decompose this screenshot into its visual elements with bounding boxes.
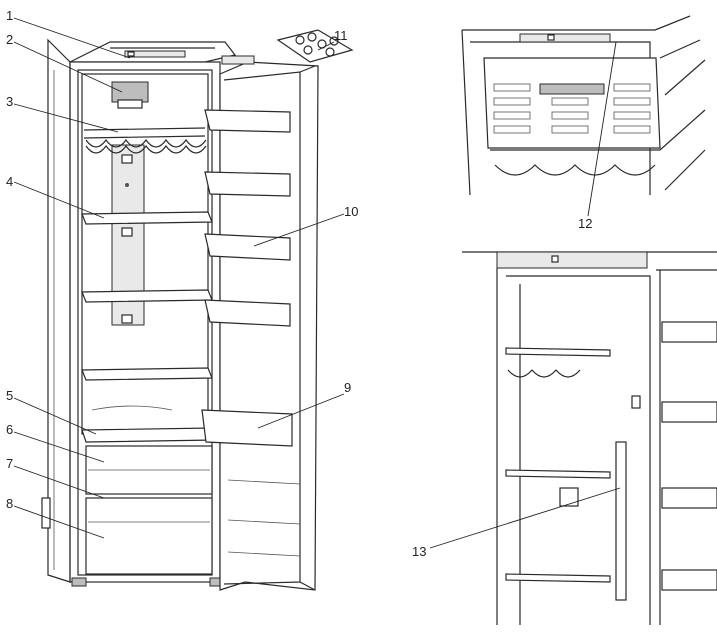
glass-shelves — [81, 211, 213, 381]
callout-13: 13 — [412, 544, 426, 559]
callout-9: 9 — [344, 380, 351, 395]
callout-3: 3 — [6, 94, 13, 109]
callout-8: 8 — [6, 496, 13, 511]
callout-2: 2 — [6, 32, 13, 47]
led-light-strip — [539, 83, 605, 95]
vegetable-drawer-lower — [85, 497, 213, 575]
detail-interior-rail — [462, 251, 717, 625]
callout-6: 6 — [6, 422, 13, 437]
crisper-cover — [81, 427, 216, 443]
callout-11: 11 — [334, 28, 348, 43]
callout-10: 10 — [344, 204, 358, 219]
callout-4: 4 — [6, 174, 13, 189]
callout-leaders — [13, 17, 621, 549]
bottle-balcony — [201, 409, 293, 447]
refrigerator-door — [201, 55, 319, 591]
vertical-rail — [615, 441, 627, 601]
callout-labels: 1 2 3 4 5 6 7 8 9 10 11 12 13 — [6, 8, 592, 559]
wine-rack — [83, 127, 207, 154]
detail-control-panel — [461, 15, 706, 196]
main-refrigerator-view — [41, 29, 354, 591]
callout-12: 12 — [578, 216, 592, 231]
callout-7: 7 — [6, 456, 13, 471]
callout-5: 5 — [6, 388, 13, 403]
fan-unit — [111, 81, 149, 103]
callout-1: 1 — [6, 8, 13, 23]
